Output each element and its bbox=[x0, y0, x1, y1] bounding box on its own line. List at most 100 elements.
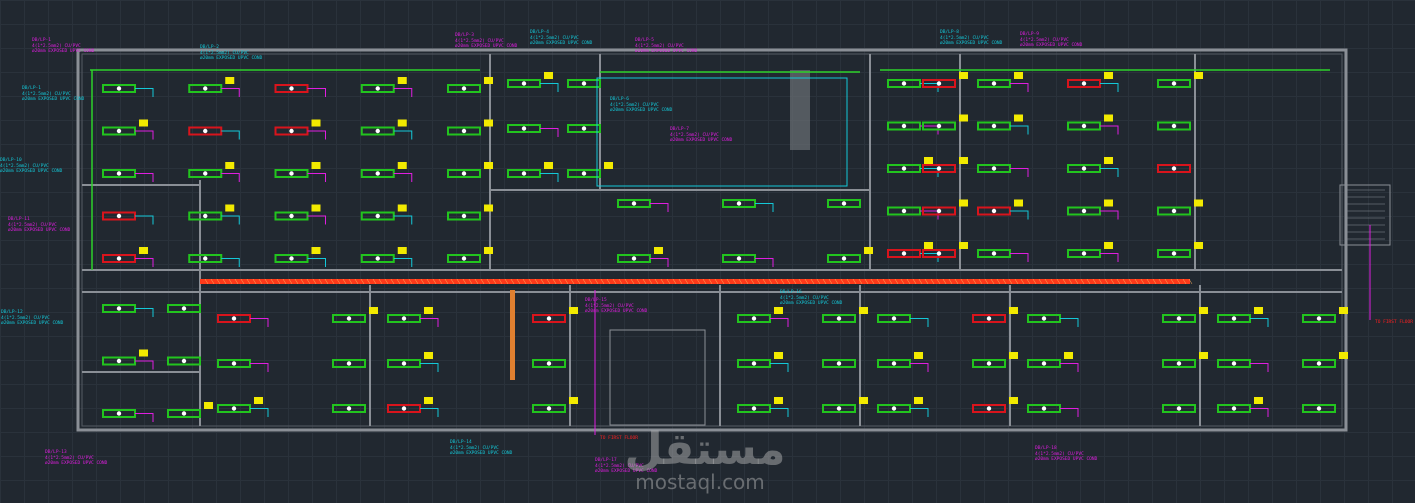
fixture-center bbox=[461, 256, 467, 261]
fixture-center bbox=[891, 316, 897, 321]
fixture-center bbox=[346, 406, 352, 411]
fixture-center bbox=[836, 406, 842, 411]
switch-symbol bbox=[484, 247, 493, 254]
fixture-center bbox=[375, 213, 380, 219]
riser-hatch bbox=[1074, 278, 1079, 285]
switch-symbol bbox=[914, 352, 923, 359]
riser-hatch bbox=[924, 278, 929, 285]
circuit-wire bbox=[393, 173, 413, 182]
fixture-center bbox=[181, 411, 187, 416]
fixture-center bbox=[936, 81, 942, 86]
switch-symbol bbox=[397, 77, 407, 84]
switch-symbol bbox=[1104, 114, 1113, 122]
circuit-wire bbox=[135, 308, 154, 317]
riser-hatch bbox=[1170, 278, 1175, 285]
switch-symbol bbox=[1104, 72, 1113, 79]
fixture-center bbox=[546, 361, 552, 366]
switch-symbol bbox=[1014, 199, 1023, 207]
riser-hatch bbox=[834, 278, 839, 285]
switch-symbol bbox=[311, 247, 321, 254]
circuit-wire bbox=[540, 128, 559, 137]
riser-hatch bbox=[300, 278, 305, 285]
riser-hatch bbox=[390, 278, 395, 285]
switch-symbol bbox=[1009, 352, 1018, 359]
circuit-wire bbox=[221, 173, 240, 182]
riser-hatch bbox=[264, 278, 269, 285]
circuit-wire bbox=[221, 215, 240, 225]
riser-hatch bbox=[312, 278, 317, 285]
riser-hatch bbox=[210, 278, 215, 285]
stair bbox=[1339, 184, 1391, 246]
circuit-label: DB/LP-15 4(1*2.5mm2) CU/PVC ø20mm EXPOSE… bbox=[585, 298, 648, 314]
fixture-center bbox=[1231, 316, 1237, 321]
riser-hatch bbox=[1020, 278, 1025, 285]
riser-hatch bbox=[546, 278, 551, 285]
riser-hatch bbox=[570, 278, 575, 285]
circuit-wire bbox=[250, 408, 269, 417]
riser-hatch bbox=[918, 278, 923, 285]
riser-hatch bbox=[480, 278, 485, 285]
fixture-center bbox=[1316, 406, 1322, 411]
switch-symbol bbox=[924, 242, 933, 249]
switch-symbol bbox=[959, 157, 968, 164]
fixture-center bbox=[1231, 406, 1237, 411]
riser-hatch bbox=[828, 278, 833, 285]
riser-hatch bbox=[1098, 278, 1103, 285]
fixture-center bbox=[1171, 208, 1177, 214]
switch-symbol bbox=[1014, 72, 1023, 79]
riser-hatch bbox=[1026, 278, 1031, 285]
riser-hatch bbox=[1122, 278, 1127, 285]
riser-hatch bbox=[972, 278, 977, 285]
riser-hatch bbox=[1008, 278, 1013, 285]
riser-hatch bbox=[1014, 278, 1019, 285]
riser-hatch bbox=[1092, 278, 1097, 285]
switch-symbol bbox=[959, 72, 968, 79]
riser-hatch bbox=[450, 278, 455, 285]
riser-hatch bbox=[318, 278, 323, 285]
circuit-wire bbox=[1100, 253, 1119, 262]
fixture-center bbox=[289, 171, 294, 176]
fixture-center bbox=[751, 406, 757, 411]
light-fixture bbox=[447, 254, 481, 263]
riser-hatch bbox=[528, 278, 533, 285]
fixture-center bbox=[521, 126, 527, 131]
circuit-wire bbox=[250, 318, 269, 327]
riser-hatch bbox=[228, 278, 233, 285]
light-fixture bbox=[447, 211, 481, 221]
circuit-wire bbox=[221, 130, 240, 140]
light-fixture bbox=[827, 199, 861, 208]
light-fixture bbox=[827, 254, 861, 263]
riser-hatch bbox=[378, 278, 383, 285]
switch-symbol bbox=[1194, 72, 1203, 79]
switch-symbol bbox=[204, 402, 213, 409]
switch-symbol bbox=[654, 247, 663, 254]
fixture-center bbox=[116, 213, 122, 219]
switch-symbol bbox=[1199, 307, 1208, 314]
riser-hatch bbox=[948, 278, 953, 285]
switch-symbol bbox=[311, 162, 321, 169]
circuit-label: DB/LP-12 4(1*2.5mm2) CU/PVC ø20mm EXPOSE… bbox=[1, 310, 64, 326]
riser-hatch bbox=[468, 278, 473, 285]
riser-hatch bbox=[1176, 278, 1181, 285]
fixture-center bbox=[116, 411, 122, 416]
riser-hatch bbox=[360, 278, 365, 285]
circuit-wire bbox=[770, 363, 789, 372]
fixture-center bbox=[346, 316, 352, 321]
main-riser-trunk bbox=[200, 279, 1190, 284]
riser-note: TO FIRST FLOOR bbox=[600, 436, 638, 441]
switch-symbol bbox=[424, 307, 433, 314]
circuit-wire bbox=[1010, 83, 1029, 92]
riser-hatch bbox=[582, 278, 587, 285]
fixture-center bbox=[546, 406, 552, 411]
fixture-center bbox=[991, 81, 997, 86]
fixture-center bbox=[231, 361, 237, 366]
light-fixture bbox=[1157, 121, 1191, 131]
fixture-center bbox=[836, 361, 842, 366]
light-fixture bbox=[822, 359, 856, 368]
fixture-center bbox=[986, 316, 992, 321]
fixture-center bbox=[901, 81, 907, 86]
fixture-center bbox=[936, 208, 942, 214]
switch-symbol bbox=[1254, 307, 1263, 314]
light-fixture bbox=[567, 79, 601, 88]
